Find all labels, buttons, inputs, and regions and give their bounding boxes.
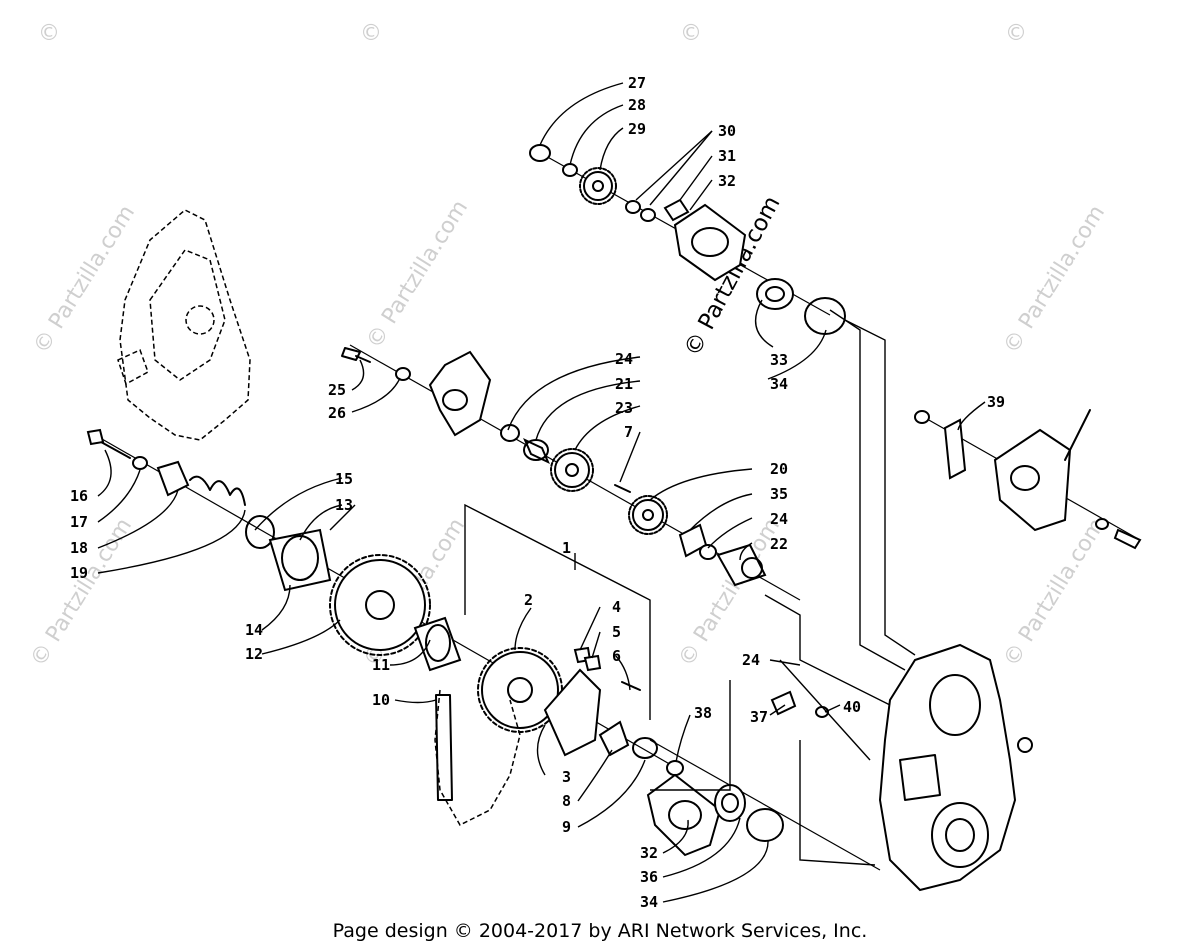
background-watermarks: © © © © © Partzilla.com © Partzilla.com … <box>26 21 1110 671</box>
watermark-1: © Partzilla.com <box>29 201 140 358</box>
callout-11[interactable]: 11 <box>372 656 390 674</box>
watermark-corner-4: © <box>1005 21 1027 46</box>
callout-36[interactable]: 36 <box>640 868 658 886</box>
drive-chain <box>434 689 521 826</box>
callout-13[interactable]: 13 <box>335 496 353 514</box>
watermark-3: © Partzilla.com <box>999 201 1110 358</box>
callout-9[interactable]: 9 <box>562 818 571 836</box>
watermark-corner-1: © <box>38 21 60 46</box>
callout-23[interactable]: 23 <box>615 399 633 417</box>
callout-33[interactable]: 33 <box>770 351 788 369</box>
watermark-corner-3: © <box>680 21 702 46</box>
callout-8[interactable]: 8 <box>562 792 571 810</box>
callout-20[interactable]: 20 <box>770 460 788 478</box>
callout-24c[interactable]: 24 <box>742 651 760 669</box>
callout-34a[interactable]: 34 <box>770 375 788 393</box>
sprocket-hub-assembly <box>464 503 658 759</box>
callout-32a[interactable]: 32 <box>718 172 736 190</box>
callout-3[interactable]: 3 <box>562 768 571 786</box>
callout-29[interactable]: 29 <box>628 120 646 138</box>
upper-shaft-assembly <box>529 144 846 335</box>
guide-lines <box>650 309 916 866</box>
callout-26[interactable]: 26 <box>328 404 346 422</box>
callout-6[interactable]: 6 <box>612 647 621 665</box>
lower-bearing-assembly <box>646 690 881 871</box>
callout-12[interactable]: 12 <box>245 645 263 663</box>
chaincase-housing <box>878 643 1033 892</box>
callout-7[interactable]: 7 <box>624 423 633 441</box>
callout-10[interactable]: 10 <box>372 691 390 709</box>
callout-1[interactable]: 1 <box>562 539 571 557</box>
callout-38[interactable]: 38 <box>694 704 712 722</box>
callout-31[interactable]: 31 <box>718 147 736 165</box>
callout-39[interactable]: 39 <box>987 393 1005 411</box>
watermark-4: © Partzilla.com <box>26 514 137 671</box>
callout-27[interactable]: 27 <box>628 74 646 92</box>
watermark-corner-2: © <box>360 21 382 46</box>
callout-16[interactable]: 16 <box>70 487 88 505</box>
callout-numbers: 27 28 29 30 31 32 33 34 24 21 23 7 20 35… <box>70 74 1005 911</box>
callout-35[interactable]: 35 <box>770 485 788 503</box>
callout-34b[interactable]: 34 <box>640 893 658 911</box>
callout-19[interactable]: 19 <box>70 564 88 582</box>
chaincase-cover <box>117 209 251 441</box>
leader-lines <box>97 82 986 903</box>
lower-shaft-assembly <box>86 428 681 771</box>
middle-shaft-assembly <box>341 344 801 601</box>
callout-28[interactable]: 28 <box>628 96 646 114</box>
callout-22[interactable]: 22 <box>770 535 788 553</box>
callout-4[interactable]: 4 <box>612 598 621 616</box>
callout-24a[interactable]: 24 <box>615 350 633 368</box>
bracket-assembly <box>914 409 1142 550</box>
page-footer: Page design © 2004-2017 by ARI Network S… <box>332 920 868 942</box>
callout-30[interactable]: 30 <box>718 122 736 140</box>
callout-37[interactable]: 37 <box>750 708 768 726</box>
callout-25[interactable]: 25 <box>328 381 346 399</box>
callout-40[interactable]: 40 <box>843 698 861 716</box>
callout-15[interactable]: 15 <box>335 470 353 488</box>
callout-17[interactable]: 17 <box>70 513 88 531</box>
watermark-7: © Partzilla.com <box>999 514 1110 671</box>
callout-24b[interactable]: 24 <box>770 510 788 528</box>
callout-5[interactable]: 5 <box>612 623 621 641</box>
callout-18[interactable]: 18 <box>70 539 88 557</box>
callout-2[interactable]: 2 <box>524 591 533 609</box>
watermark-2: © Partzilla.com <box>362 196 473 353</box>
callout-32b[interactable]: 32 <box>640 844 658 862</box>
callout-14[interactable]: 14 <box>245 621 263 639</box>
callout-21[interactable]: 21 <box>615 375 633 393</box>
